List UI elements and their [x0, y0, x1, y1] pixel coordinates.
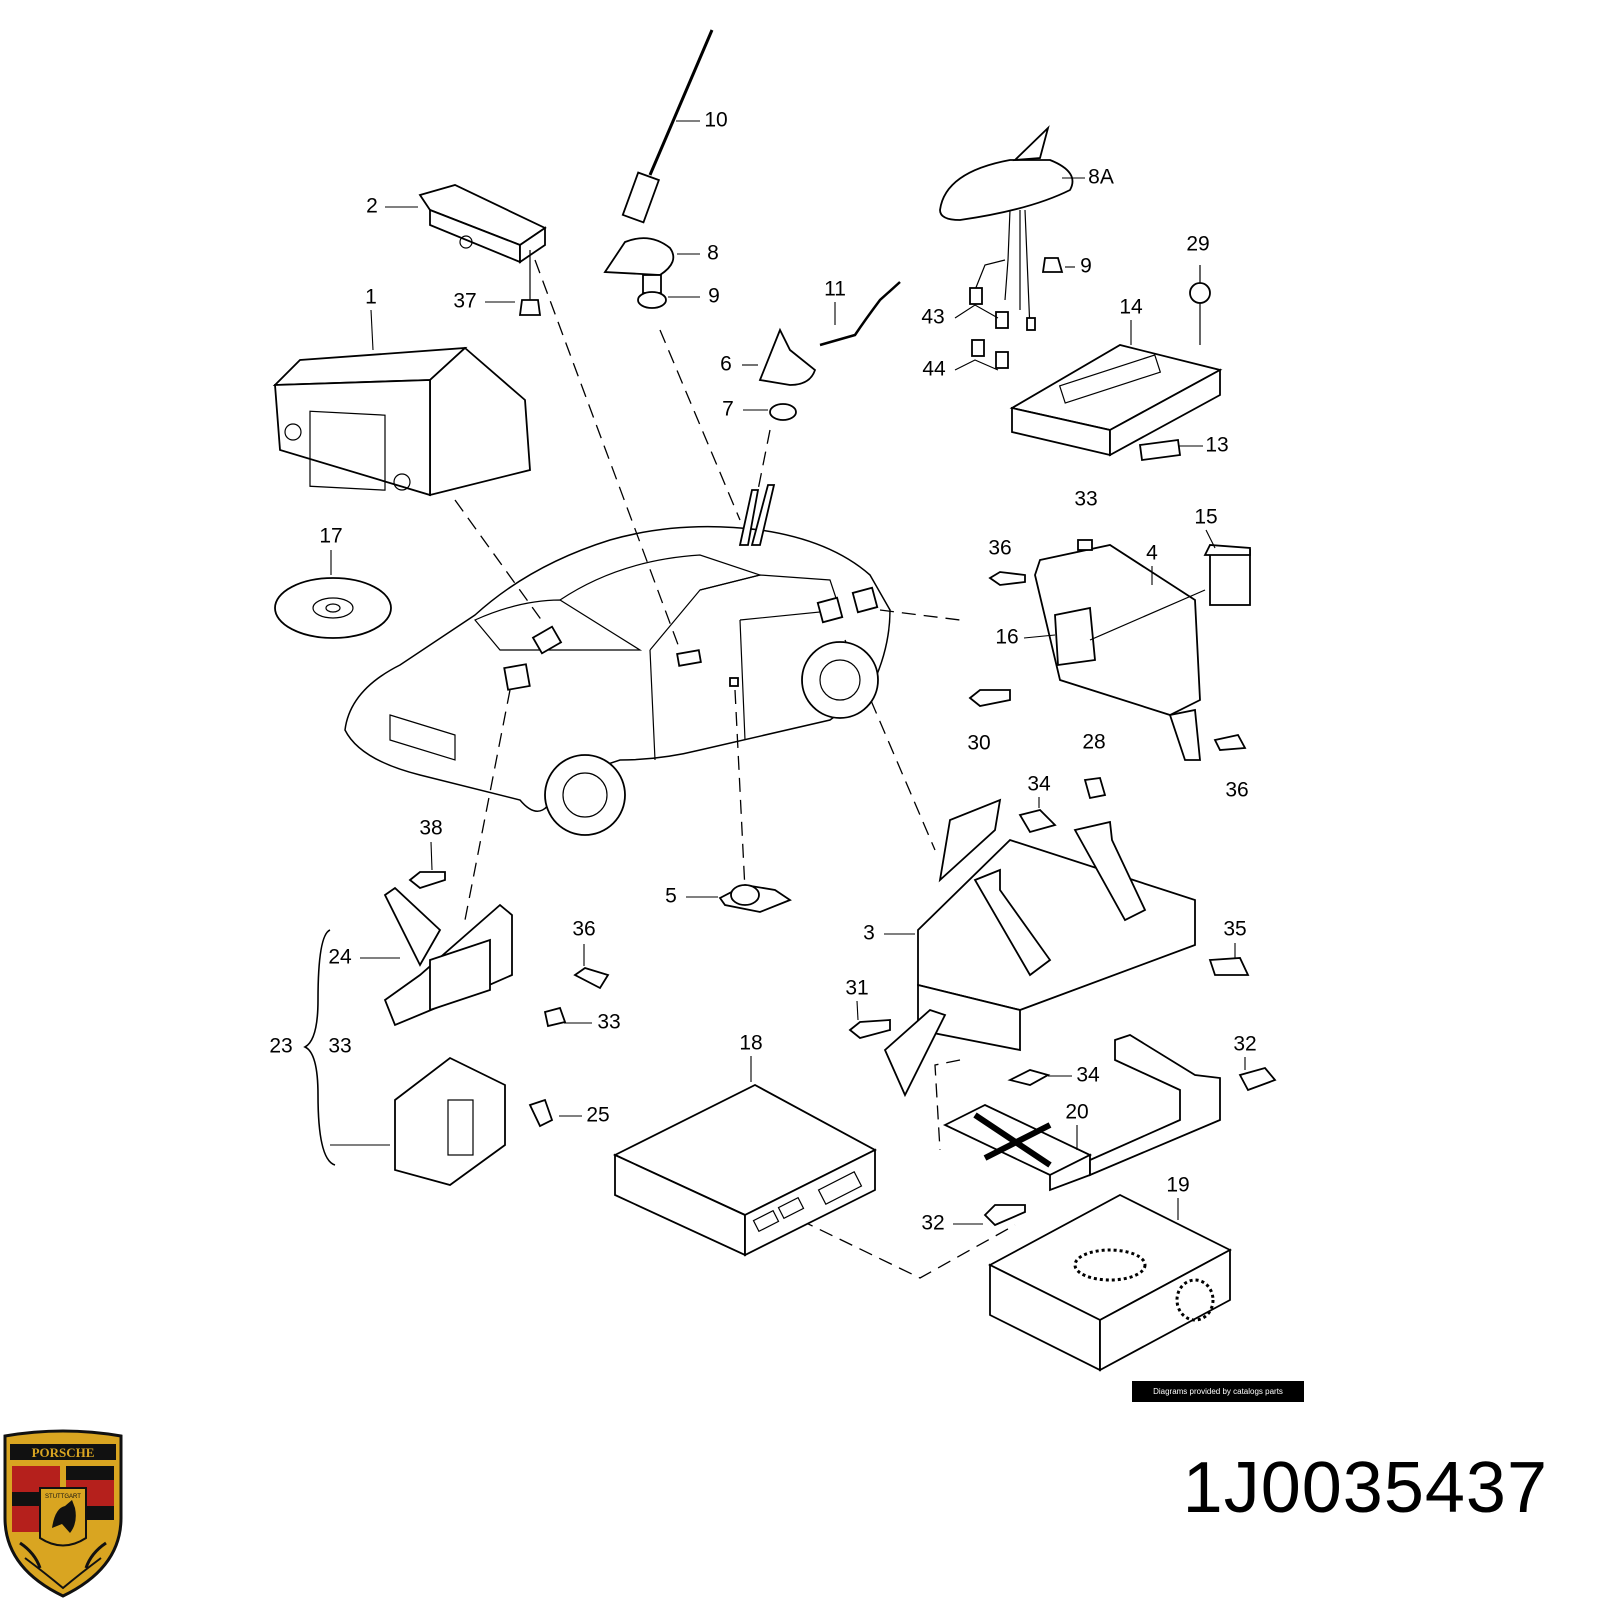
callout-1-0: 1 — [365, 286, 377, 309]
callout-11-12: 11 — [824, 278, 846, 301]
callout-38-40: 38 — [419, 817, 442, 840]
callout-44-42: 44 — [922, 358, 946, 381]
callout-18-18: 18 — [739, 1032, 762, 1055]
callout-43-41: 43 — [921, 306, 944, 329]
callout-19-19: 19 — [1166, 1174, 1189, 1197]
amplifier-19 — [988, 1193, 1232, 1372]
navigation-bracket-group — [303, 841, 610, 1186]
callout-29-25: 29 — [1186, 233, 1209, 256]
mounting-bracket-3 — [848, 777, 1250, 1098]
svg-text:PORSCHE: PORSCHE — [32, 1445, 95, 1460]
callout-33-31: 33 — [597, 1011, 620, 1034]
callout-36-36: 36 — [988, 537, 1011, 560]
callout-23-21: 23 — [269, 1035, 292, 1058]
control-module — [385, 184, 547, 264]
callout-3-2: 3 — [863, 922, 875, 945]
callout-34-33: 34 — [1027, 773, 1051, 796]
callout-32-28: 32 — [1233, 1033, 1256, 1056]
callout-2-1: 2 — [366, 195, 378, 218]
svg-text:STUTTGART: STUTTGART — [45, 1494, 81, 1500]
callout-36-37: 36 — [1225, 779, 1248, 802]
callout-6-5: 6 — [720, 353, 732, 376]
screw-37 — [485, 250, 542, 316]
callout-33-32: 33 — [328, 1035, 351, 1058]
tuner-module — [1009, 265, 1223, 462]
disc — [274, 550, 392, 639]
diagram-credit: Diagrams provided by catalogs parts — [1132, 1381, 1304, 1402]
callout-10-11: 10 — [704, 109, 727, 132]
porsche-crest-icon: PORSCHE STUTTGART — [3, 1429, 123, 1598]
callout-25-23: 25 — [586, 1104, 609, 1127]
callout-20-20: 20 — [1065, 1101, 1088, 1124]
callout-9-9: 9 — [708, 285, 720, 308]
callout-7-6: 7 — [722, 398, 734, 421]
speaker-5 — [686, 884, 792, 913]
rod-antenna — [621, 29, 714, 224]
callout-9-10: 9 — [1080, 255, 1092, 278]
shark-fin-antenna — [939, 125, 1085, 371]
car-outline — [344, 484, 891, 836]
callout-35-35: 35 — [1223, 918, 1246, 941]
antenna-base-8 — [603, 237, 700, 309]
bracket-20 — [942, 1034, 1277, 1227]
cd-changer-18 — [612, 1056, 877, 1257]
callout-8-7: 8 — [707, 242, 719, 265]
callout-17-17: 17 — [319, 525, 342, 548]
callout-30-26: 30 — [967, 732, 990, 755]
roof-antenna-6 — [742, 281, 901, 421]
callout-8A-8: 8A — [1088, 166, 1114, 189]
part-number: 1J0035437 — [1182, 1448, 1548, 1528]
callout-32-29: 32 — [921, 1212, 944, 1235]
callout-36-38: 36 — [572, 918, 595, 941]
callout-14-14: 14 — [1119, 296, 1143, 319]
callout-31-27: 31 — [845, 977, 868, 1000]
callout-5-4: 5 — [665, 885, 677, 908]
head-unit — [272, 309, 531, 497]
callout-labels: 123456788A991011131415161718192023242528… — [269, 109, 1256, 1235]
callout-28-24: 28 — [1082, 731, 1105, 754]
callout-34-34: 34 — [1076, 1064, 1100, 1087]
callout-33-30: 33 — [1074, 488, 1097, 511]
callout-16-16: 16 — [995, 626, 1018, 649]
callout-37-39: 37 — [453, 290, 476, 313]
callout-24-22: 24 — [328, 946, 352, 969]
callout-15-15: 15 — [1194, 506, 1217, 529]
callout-4-3: 4 — [1146, 542, 1158, 565]
mounting-bracket-4 — [968, 529, 1251, 761]
callout-13-13: 13 — [1205, 434, 1228, 457]
